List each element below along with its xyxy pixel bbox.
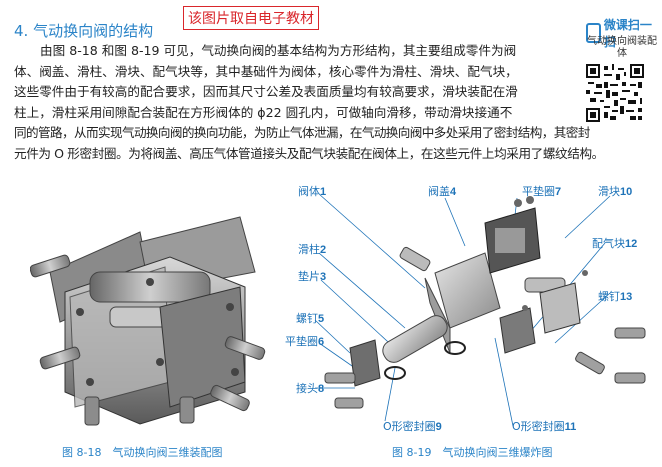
label-part-13: 螺钉13 bbox=[598, 290, 633, 303]
qr-code-icon[interactable] bbox=[586, 64, 644, 122]
paragraph-line: 体、阀盖、滑柱、滑块、配气块等，其中基础件为阀体，核心零件为滑柱、滑块、配气块， bbox=[14, 63, 518, 79]
label-part-8: 接头8 bbox=[296, 382, 325, 395]
body-paragraph: 由图 8-18 和图 8-19 可见，气动换向阀的基本结构为方形结构，其主要组成… bbox=[14, 41, 604, 164]
qr-title: 微课扫一扫 bbox=[586, 16, 658, 50]
paragraph-line: 元件为 O 形密封圈。为将阀盖、高压气体管道接头及配气块装配在阀体上，在这些元件… bbox=[14, 145, 604, 161]
label-part-5: 螺钉5 bbox=[296, 312, 325, 325]
label-part-12: 配气块12 bbox=[592, 237, 638, 250]
qr-title-text: 微课扫一扫 bbox=[603, 18, 652, 49]
label-part-6: 平垫圈6 bbox=[285, 335, 325, 348]
exploded-figure bbox=[314, 193, 646, 427]
label-part-10: 滑块10 bbox=[598, 185, 633, 198]
label-part-9: O形密封圈9 bbox=[383, 420, 442, 433]
label-part-3: 垫片3 bbox=[298, 270, 327, 283]
paragraph-line: 柱上，滑柱采用间隙配合装配在方形阀体的 ϕ22 圆孔内，可做轴向滑移，带动滑块接… bbox=[14, 104, 513, 120]
paragraph-line: 由图 8-18 和图 8-19 可见，气动换向阀的基本结构为方形结构，其主要组成… bbox=[40, 43, 517, 58]
qr-subtitle: 气动换向阀装配体 bbox=[587, 36, 657, 59]
label-part-11: O形密封圈11 bbox=[512, 420, 577, 433]
figure-8-19-caption: 图 8-19 气动换向阀三维爆炸图 bbox=[392, 446, 553, 459]
paragraph-line: 这些零件由于有较高的配合要求，因而其尺寸公差及表面质量均有较高要求，滑块装配在滑 bbox=[14, 84, 518, 99]
assembly-figure bbox=[30, 216, 266, 426]
source-stamp: 该图片取自电子教材 bbox=[183, 6, 319, 30]
label-part-1: 阀体1 bbox=[298, 185, 327, 198]
label-part-7: 平垫圈7 bbox=[522, 185, 562, 198]
paragraph-line: 同的管路，从而实现气动换向阀的换向功能，为防止气体泄漏，在气动换向阀中多处采用了… bbox=[14, 125, 590, 140]
label-part-2: 滑柱2 bbox=[298, 243, 327, 256]
figure-8-18-caption: 图 8-18 气动换向阀三维装配图 bbox=[62, 446, 223, 459]
label-part-4: 阀盖4 bbox=[428, 185, 457, 198]
phone-icon bbox=[586, 23, 601, 43]
section-heading: 4. 气动换向阀的结构 bbox=[14, 22, 154, 40]
